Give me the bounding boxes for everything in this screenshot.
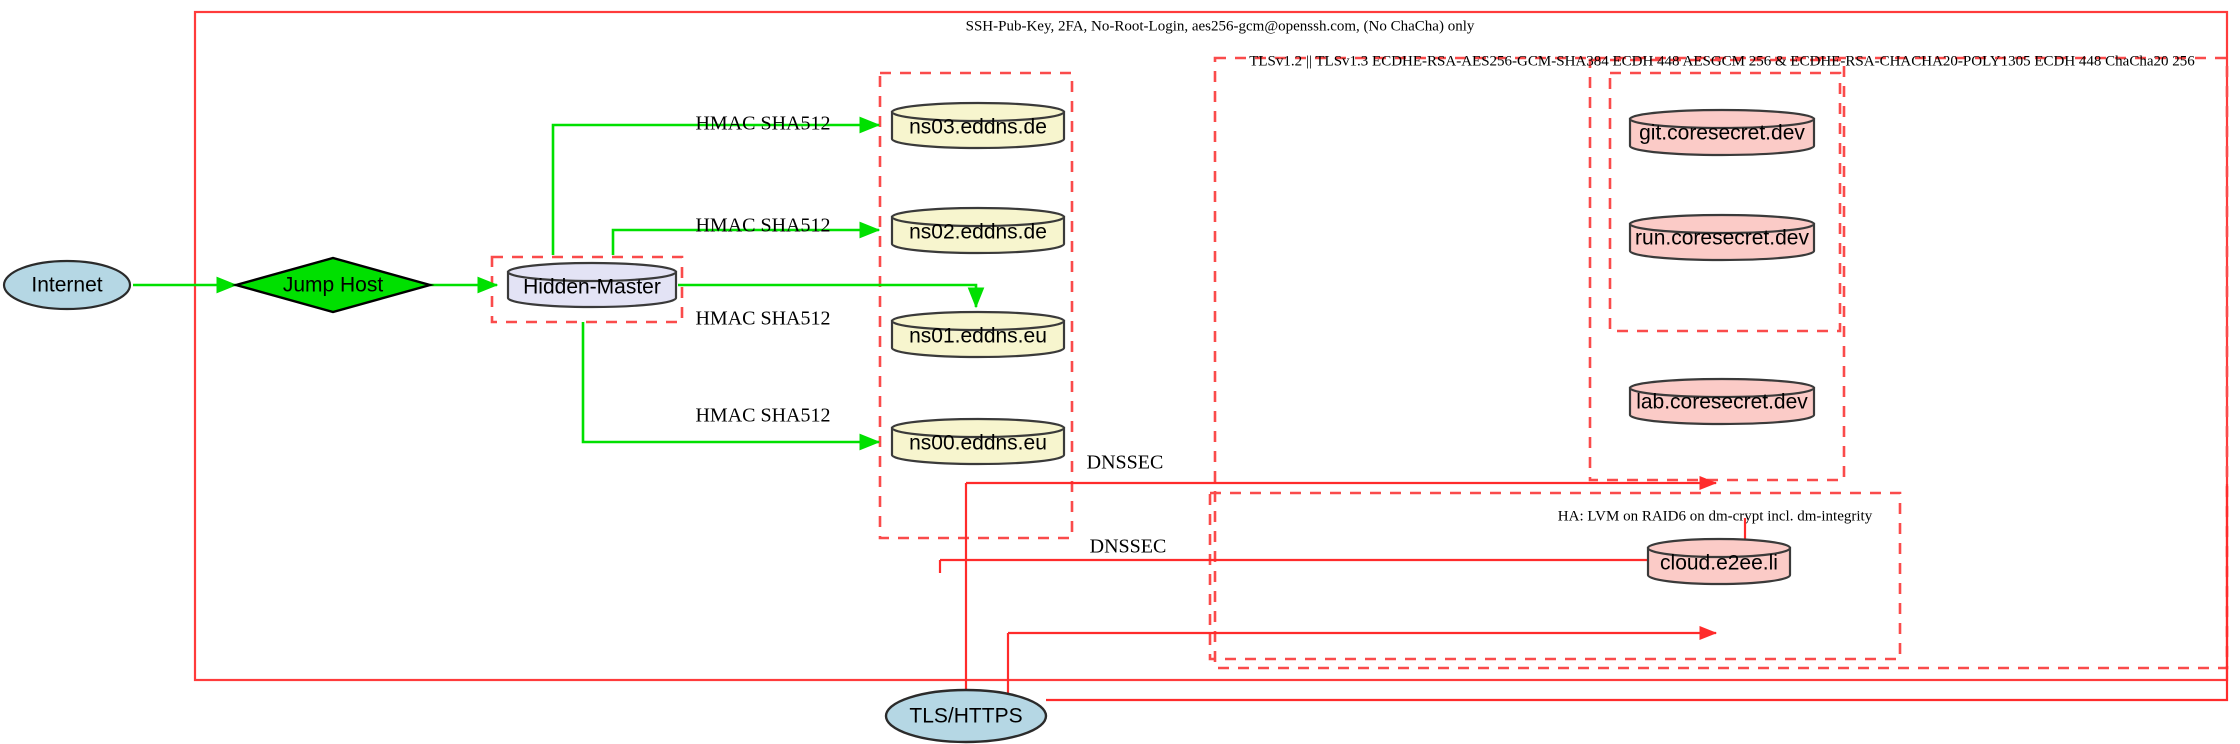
internet-label: Internet [31, 274, 102, 297]
node-ns01[interactable]: ns01.eddns.eu [890, 310, 1066, 359]
cluster-ha-label: HA: LVM on RAID6 on dm-crypt incl. dm-in… [1558, 508, 1873, 524]
node-lab-coresecret[interactable]: lab.coresecret.dev [1628, 377, 1816, 426]
node-run-coresecret[interactable]: run.coresecret.dev [1628, 213, 1816, 262]
ns02-label: ns02.eddns.de [909, 221, 1047, 244]
cluster-ha-boundary [1208, 491, 1902, 661]
node-jump-host[interactable]: Jump Host [231, 256, 435, 314]
edge-hiddenmaster-to-ns03 [551, 116, 881, 255]
node-internet[interactable]: Internet [2, 259, 132, 311]
run-label: run.coresecret.dev [1635, 227, 1809, 250]
jumphost-label: Jump Host [283, 274, 384, 297]
tlshttps-ellipse [884, 688, 1048, 744]
node-hidden-master[interactable]: Hidden-Master [506, 261, 678, 309]
node-tls-https[interactable]: TLS/HTTPS [884, 688, 1048, 744]
hiddenmaster-label: Hidden-Master [523, 276, 661, 299]
edge-tlshttps-right-route [1046, 484, 2229, 702]
node-ns02[interactable]: ns02.eddns.de [890, 206, 1066, 255]
edge-label-hmac-ns01: HMAC SHA512 [695, 308, 830, 330]
edge-label-hmac-ns02: HMAC SHA512 [695, 215, 830, 237]
ns01-label: ns01.eddns.eu [909, 325, 1047, 348]
cluster-coresecret-upper-boundary [1608, 71, 1842, 333]
git-label: git.coresecret.dev [1639, 122, 1805, 145]
jumphost-diamond [231, 256, 435, 314]
tlshttps-label: TLS/HTTPS [909, 705, 1022, 728]
cluster-dns-boundary [878, 71, 1074, 540]
edge-label-dnssec-lower: DNSSEC [1090, 536, 1167, 558]
edge-hiddenmaster-to-ns00 [581, 322, 881, 451]
ns03-label: ns03.eddns.de [909, 116, 1047, 139]
cluster-tls-boundary [1213, 56, 2229, 670]
ns00-label: ns00.eddns.eu [909, 432, 1047, 455]
cluster-tls-label: TLSv1.2 || TLSv1.3 ECDHE-RSA-AES256-GCM-… [1249, 53, 2195, 69]
node-cloud-e2ee[interactable]: cloud.e2ee.li [1646, 537, 1792, 586]
internet-ellipse [2, 259, 132, 311]
lab-label: lab.coresecret.dev [1636, 391, 1808, 414]
edge-label-dnssec-upper: DNSSEC [1087, 452, 1164, 474]
cloud-label: cloud.e2ee.li [1660, 552, 1778, 575]
cluster-ssh-label: SSH-Pub-Key, 2FA, No-Root-Login, aes256-… [966, 18, 1475, 34]
node-ns03[interactable]: ns03.eddns.de [890, 101, 1066, 150]
edge-label-hmac-ns00: HMAC SHA512 [695, 405, 830, 427]
node-git-coresecret[interactable]: git.coresecret.dev [1628, 108, 1816, 157]
node-ns00[interactable]: ns00.eddns.eu [890, 417, 1066, 466]
edge-hiddenmaster-to-ns02 [611, 221, 881, 255]
cluster-hidden-master-boundary [490, 255, 684, 324]
edge-hiddenmaster-to-ns01 [678, 283, 985, 309]
edge-label-hmac-ns03: HMAC SHA512 [695, 113, 830, 135]
